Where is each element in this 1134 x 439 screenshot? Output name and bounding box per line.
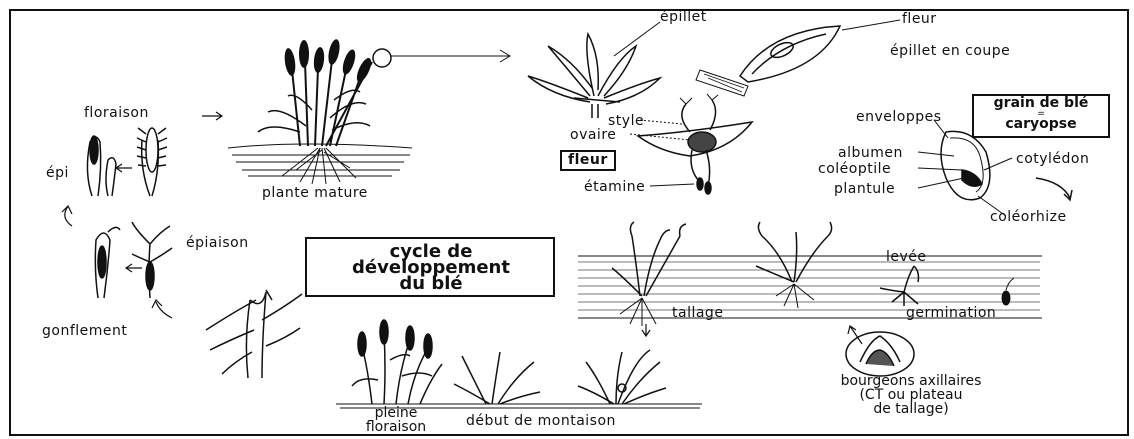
bourgeons-caption: bourgeons axillaires (CT ou plateau de t…: [786, 374, 1036, 416]
germination-seed: [1002, 278, 1014, 305]
tallage-plant-2: [756, 222, 832, 308]
arrow-floraison-to-epi: [116, 164, 132, 172]
arrow-epiaison-left: [126, 264, 142, 272]
label-coleorhize: coléorhize: [990, 210, 1067, 225]
label-plantule: plantule: [834, 182, 895, 197]
arrow-epiaison-to-epi: [62, 206, 72, 226]
leader-albumen: [918, 152, 954, 156]
cycle-title: cycle de développement du blé: [308, 244, 554, 292]
label-ovaire: ovaire: [570, 128, 616, 143]
gonflement-drawing: [206, 290, 302, 378]
spikelet-section-drawing: [696, 26, 840, 96]
leader-etamine: [650, 184, 694, 186]
label-epi: épi: [46, 166, 69, 181]
pleine-line1: pleine: [356, 406, 436, 420]
pleine-line2: floraison: [356, 420, 436, 434]
label-epillet: épillet: [660, 10, 707, 25]
label-tallage: tallage: [672, 306, 723, 321]
label-fleur-top: fleur: [902, 12, 937, 27]
bourgeons-line3: de tallage): [786, 402, 1036, 416]
label-levee: levée: [886, 250, 927, 265]
label-debut-montaison: début de montaison: [466, 414, 616, 429]
arrow-tallage-down: [642, 324, 650, 336]
label-fleur-box: fleur: [560, 150, 616, 171]
pleine-floraison-drawing: [352, 320, 442, 404]
floraison-ears-drawing: [137, 128, 167, 196]
cycle-title-line3: du blé: [308, 276, 554, 292]
label-cotyledon: cotylédon: [1016, 152, 1089, 167]
leader-fleur-top: [842, 20, 900, 30]
label-floraison: floraison: [84, 106, 149, 121]
arrow-bourgeons-up: [848, 326, 862, 344]
diagram-frame: [10, 10, 1128, 435]
leader-style: [640, 120, 682, 124]
mature-plant-ears: [283, 38, 374, 84]
grain-title-line3: caryopse: [974, 118, 1108, 131]
mature-plant-callout-circle: [373, 49, 391, 67]
label-plante-mature: plante mature: [262, 186, 368, 201]
bourgeons-line2: (CT ou plateau: [786, 388, 1036, 402]
label-gonflement: gonflement: [42, 324, 127, 339]
label-germination: germination: [906, 306, 996, 321]
leader-plantule: [918, 178, 964, 188]
label-epillet-coupe: épillet en coupe: [890, 44, 1010, 59]
label-enveloppes: enveloppes: [856, 110, 942, 125]
spikelet-drawing: [528, 34, 660, 118]
epi-ears-drawing: [87, 136, 116, 196]
leader-coleoptile: [918, 168, 962, 170]
bourgeons-line1: bourgeons axillaires: [786, 374, 1036, 388]
debut-montaison-drawing: [454, 350, 666, 404]
label-coleoptile: coléoptile: [818, 162, 891, 177]
mature-plant-drawing: [228, 38, 412, 184]
arrow-grain-to-germination: [1036, 178, 1072, 200]
label-etamine: étamine: [584, 180, 645, 195]
arrow-gonflement-to-epiaison: [152, 300, 172, 318]
mature-plant-roots: [282, 148, 356, 184]
arrow-mature-to-spikelet: [390, 50, 510, 62]
label-epiaison: épiaison: [186, 236, 249, 251]
label-albumen: albumen: [838, 146, 903, 161]
leader-epillet: [614, 22, 660, 56]
pleine-floraison-caption: pleine floraison: [356, 406, 436, 434]
arrow-floraison-to-mature: [202, 112, 222, 120]
epiaison-drawing: [95, 222, 172, 298]
bourgeons-axillaires-drawing: [846, 332, 914, 376]
flower-drawing: [638, 94, 752, 194]
grain-drawing: [941, 131, 990, 199]
grain-title-box: grain de blé = caryopse: [972, 94, 1110, 138]
